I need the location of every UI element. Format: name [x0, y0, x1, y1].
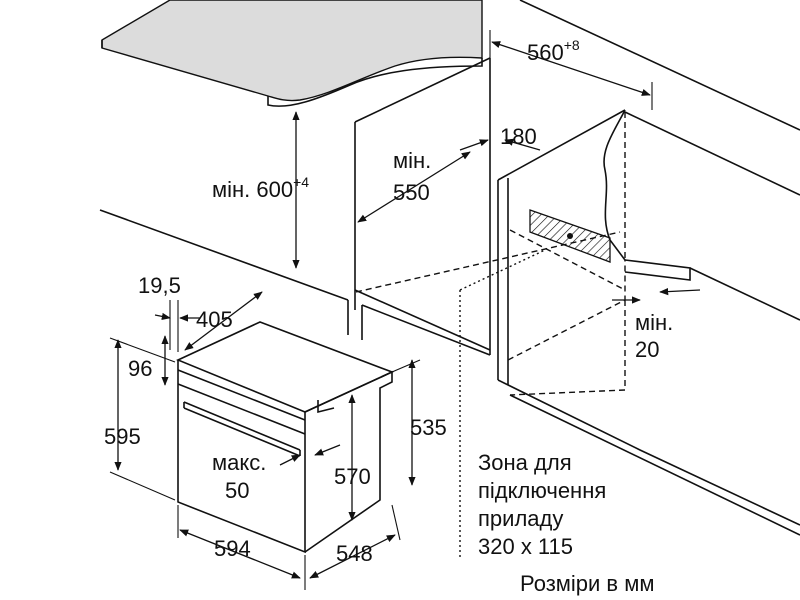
label-max: макс.	[212, 450, 266, 475]
label-535: 535	[410, 415, 447, 440]
connection-zone-line1: Зона для	[478, 450, 572, 475]
label-595: 595	[104, 424, 141, 449]
label-180: 180	[500, 124, 537, 149]
connection-zone-line4: 320 x 115	[478, 534, 573, 559]
oven	[175, 321, 395, 554]
label-19-5: 19,5	[138, 273, 181, 298]
label-550: 550	[393, 180, 430, 205]
countertop	[101, 0, 483, 102]
label-405: 405	[196, 307, 233, 332]
label-min-20-a: мін.	[635, 310, 673, 335]
dim-560	[491, 41, 651, 96]
label-594: 594	[214, 536, 251, 561]
label-570: 570	[334, 464, 371, 489]
niche-cabinet	[355, 109, 800, 560]
dim-594	[179, 529, 301, 579]
wall-line	[519, 0, 800, 131]
label-min-20-b: 20	[635, 337, 659, 362]
dim-550	[357, 151, 471, 223]
dim-548	[309, 534, 396, 579]
label-96: 96	[128, 356, 152, 381]
units-note: Розміри в мм	[520, 571, 654, 596]
label-50: 50	[225, 478, 249, 503]
label-548: 548	[336, 541, 373, 566]
connection-zone-line3: приладу	[478, 506, 563, 531]
cabinet	[99, 57, 491, 356]
label-min-600: мін. 600+4	[212, 174, 309, 202]
label-560: 560+8	[527, 37, 580, 65]
connection-zone-line2: підключення	[478, 478, 606, 503]
label-min: мін.	[393, 148, 431, 173]
dim-405	[184, 291, 263, 351]
